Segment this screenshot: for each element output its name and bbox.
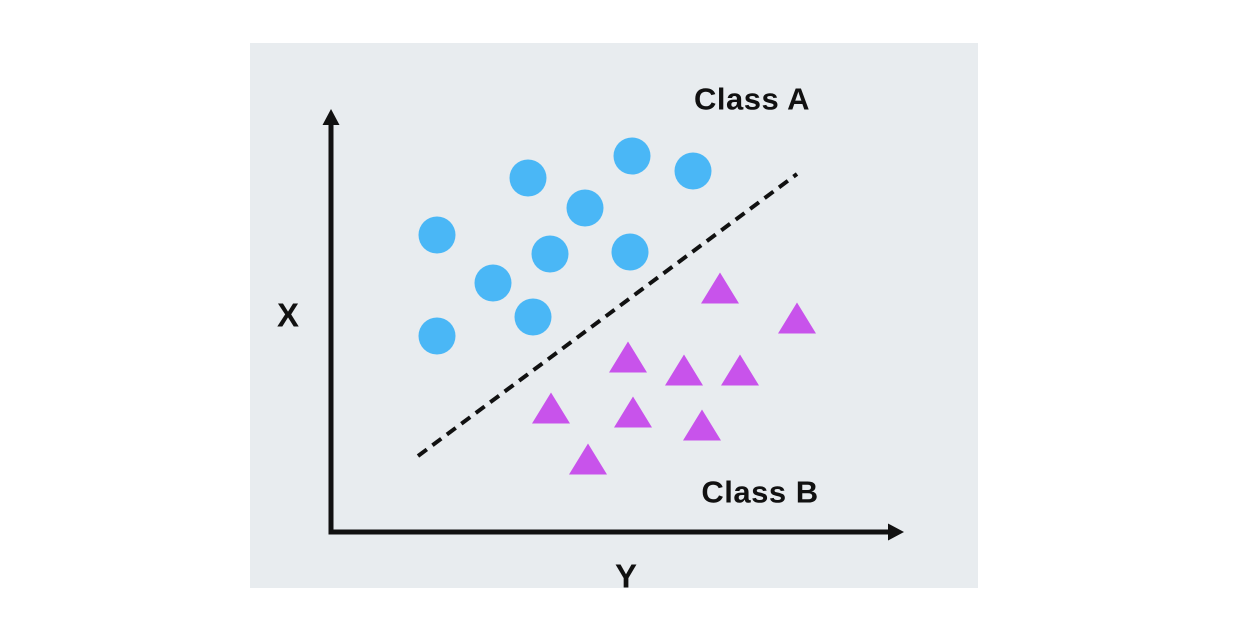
class-a-point — [509, 159, 547, 197]
class-a-point — [566, 189, 604, 227]
vertical-axis-arrowhead — [322, 109, 340, 125]
class-b-point — [721, 354, 759, 386]
class-a-point — [531, 235, 569, 273]
class-b-point — [778, 302, 816, 334]
plot-panel: Class A Class B X Y — [250, 43, 978, 593]
class-a-point — [474, 264, 512, 302]
class-a-point — [611, 233, 649, 271]
class-a-point — [674, 152, 712, 190]
class-b-point — [569, 443, 607, 475]
class-a-point — [514, 298, 552, 336]
class-b-point — [665, 354, 703, 386]
class-b-point — [701, 272, 739, 304]
class-a-point — [418, 216, 456, 254]
horizontal-axis-arrowhead — [888, 523, 904, 541]
classification-plot — [322, 109, 904, 541]
class-b-label: Class B — [701, 474, 819, 510]
class-a-point — [613, 137, 651, 175]
vertical-axis-label: X — [276, 296, 300, 334]
class-b-point — [609, 341, 647, 373]
class-b-point — [614, 396, 652, 428]
class-a-label: Class A — [693, 81, 811, 117]
class-a-point — [418, 317, 456, 355]
class-b-point — [532, 392, 570, 424]
horizontal-axis-label: Y — [614, 557, 638, 595]
decision-boundary-line — [416, 172, 799, 458]
class-b-point — [683, 409, 721, 441]
